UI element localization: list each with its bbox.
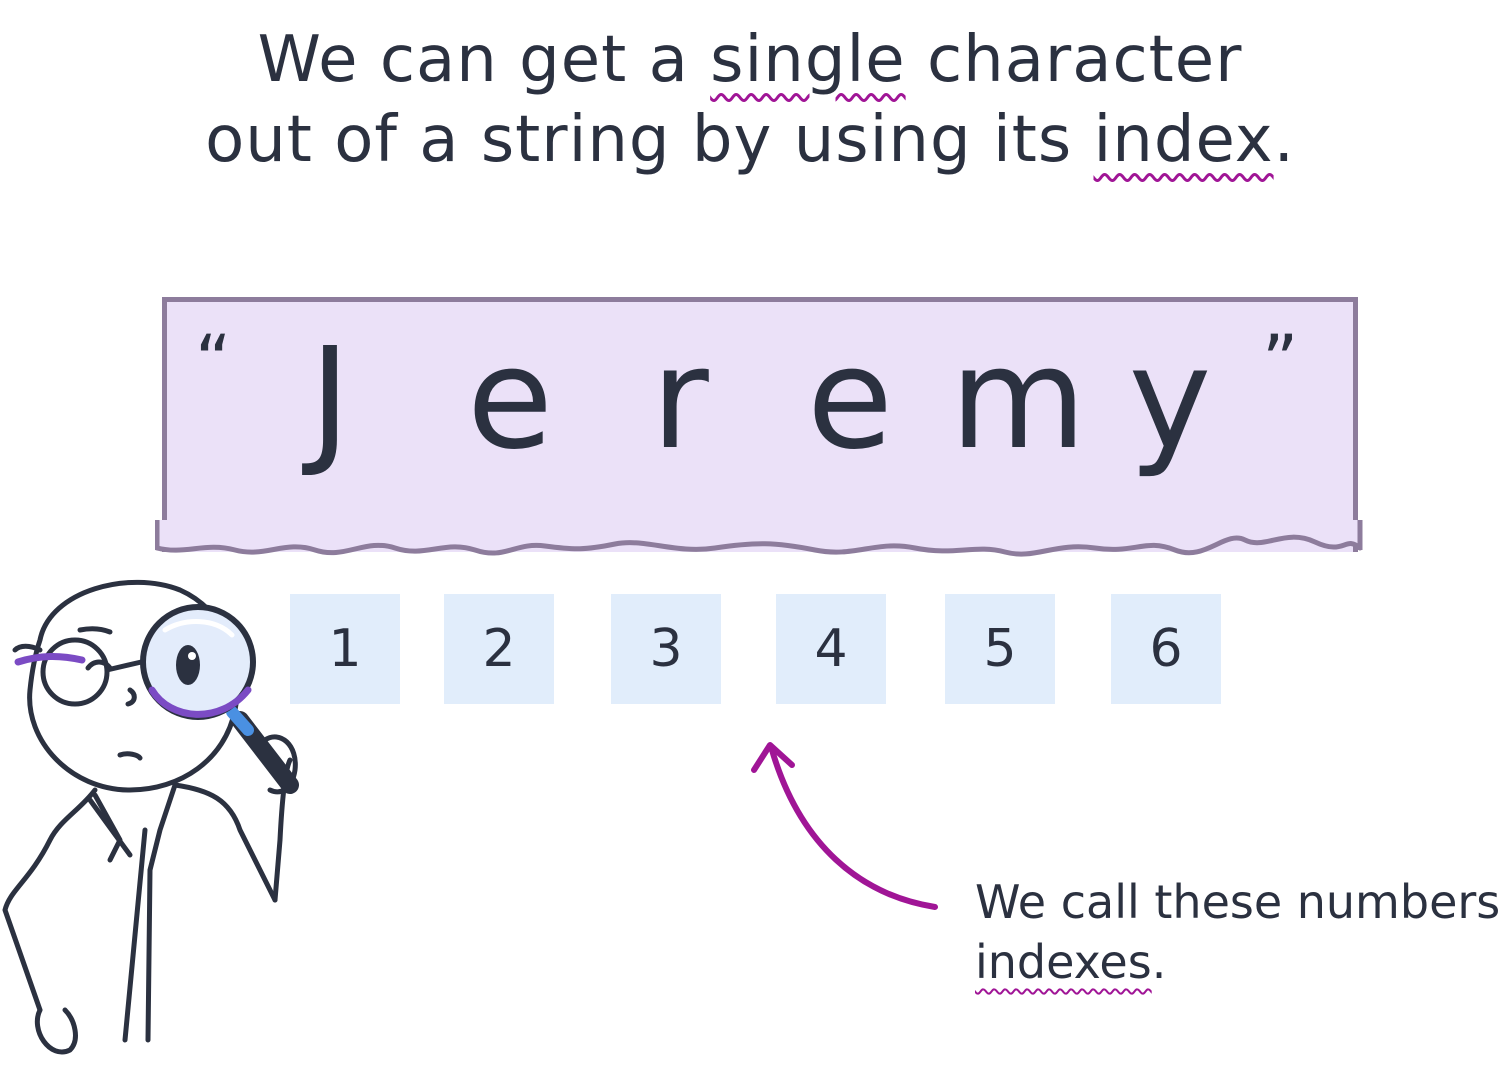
curved-arrow-icon: [751, 742, 938, 910]
string-char: J: [309, 318, 351, 481]
heading-text: out of a string by using its: [205, 103, 1094, 177]
emphasis-single: single: [710, 23, 906, 97]
string-char: y: [1128, 318, 1212, 481]
string-box: [162, 297, 1358, 552]
index-box: 2: [444, 594, 554, 704]
index-box: 4: [776, 594, 886, 704]
close-quote: ”: [1262, 320, 1299, 402]
string-char: m: [950, 318, 1087, 481]
emphasis-indexes: indexes: [975, 935, 1152, 989]
index-box: 1: [290, 594, 400, 704]
index-box: 5: [945, 594, 1055, 704]
heading: We can get a single character out of a s…: [150, 20, 1350, 180]
string-char: r: [651, 318, 709, 481]
heading-text: .: [1273, 103, 1295, 177]
string-char: e: [806, 318, 894, 481]
heading-line-1: We can get a single character: [150, 20, 1350, 100]
index-box: 3: [611, 594, 721, 704]
caption: We call these numbers indexes.: [975, 872, 1500, 992]
scientist-with-magnifier-icon: [2, 579, 299, 1055]
heading-text: character: [905, 23, 1243, 97]
heading-line-2: out of a string by using its index.: [150, 100, 1350, 180]
heading-text: We can get a: [257, 23, 711, 97]
caption-line-1: We call these numbers: [975, 875, 1500, 929]
caption-line-2: indexes.: [975, 932, 1495, 992]
index-box: 6: [1111, 594, 1221, 704]
caption-period: .: [1151, 935, 1167, 989]
string-char: e: [466, 318, 554, 481]
emphasis-index: index: [1093, 103, 1274, 177]
torn-edge: [155, 520, 1363, 557]
open-quote: “: [195, 320, 232, 402]
